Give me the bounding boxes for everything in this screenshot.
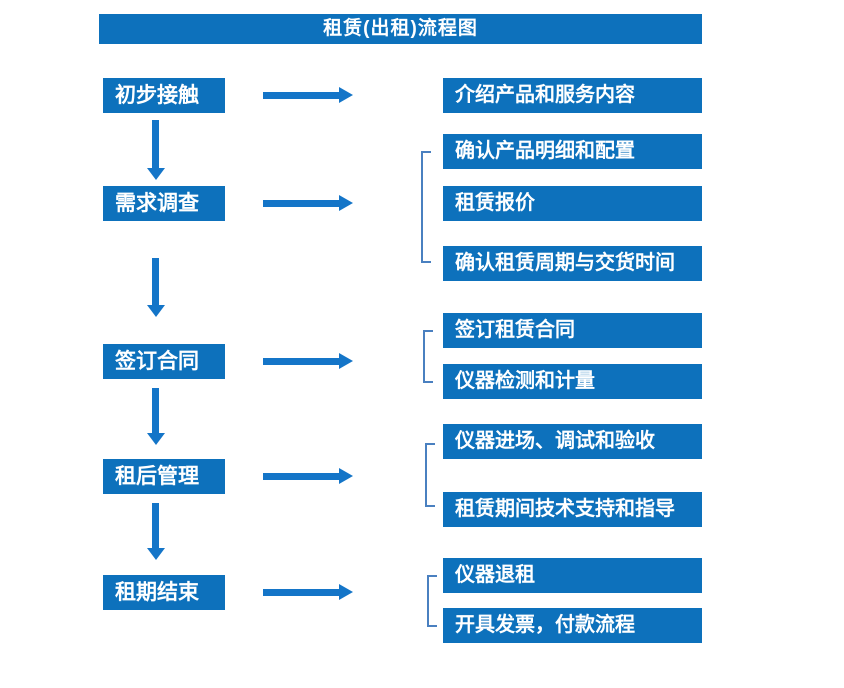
- flow-arrow-down-icon-3: [146, 388, 165, 445]
- detail-box-invoice-payment: 开具发票，付款流程: [443, 608, 702, 643]
- flowchart-title: 租赁(出租)流程图: [99, 14, 702, 44]
- group-bracket-post-rental-management: [425, 443, 435, 507]
- flow-arrow-down-icon-4: [146, 503, 165, 560]
- step-box-post-rental-management: 租后管理: [103, 459, 225, 494]
- flow-arrow-down-icon-2: [146, 258, 165, 317]
- group-bracket-demand-survey: [421, 151, 431, 263]
- flow-arrow-right-icon-4: [263, 468, 353, 484]
- flow-arrow-right-icon-2: [263, 195, 353, 211]
- step-box-demand-survey: 需求调查: [103, 186, 225, 221]
- detail-box-instrument-return: 仪器退租: [443, 558, 702, 593]
- flow-arrow-right-icon-5: [263, 584, 353, 600]
- detail-box-instrument-testing: 仪器检测和计量: [443, 364, 702, 399]
- detail-box-sign-rental-contract: 签订租赁合同: [443, 313, 702, 348]
- detail-box-instrument-setup-acceptance: 仪器进场、调试和验收: [443, 424, 702, 459]
- detail-box-confirm-product-config: 确认产品明细和配置: [443, 134, 702, 169]
- detail-box-confirm-period-delivery: 确认租赁周期与交货时间: [443, 246, 702, 281]
- detail-box-rental-quotation: 租赁报价: [443, 186, 702, 221]
- group-bracket-sign-contract: [423, 330, 433, 383]
- step-box-sign-contract: 签订合同: [103, 344, 225, 379]
- detail-box-introduce-products: 介绍产品和服务内容: [443, 78, 702, 113]
- group-bracket-rental-end: [427, 575, 437, 627]
- flow-arrow-right-icon-1: [263, 87, 353, 103]
- flow-arrow-down-icon-1: [146, 120, 165, 180]
- flow-arrow-right-icon-3: [263, 353, 353, 369]
- step-box-initial-contact: 初步接触: [103, 78, 225, 113]
- detail-box-technical-support: 租赁期间技术支持和指导: [443, 492, 702, 527]
- step-box-rental-end: 租期结束: [103, 575, 225, 610]
